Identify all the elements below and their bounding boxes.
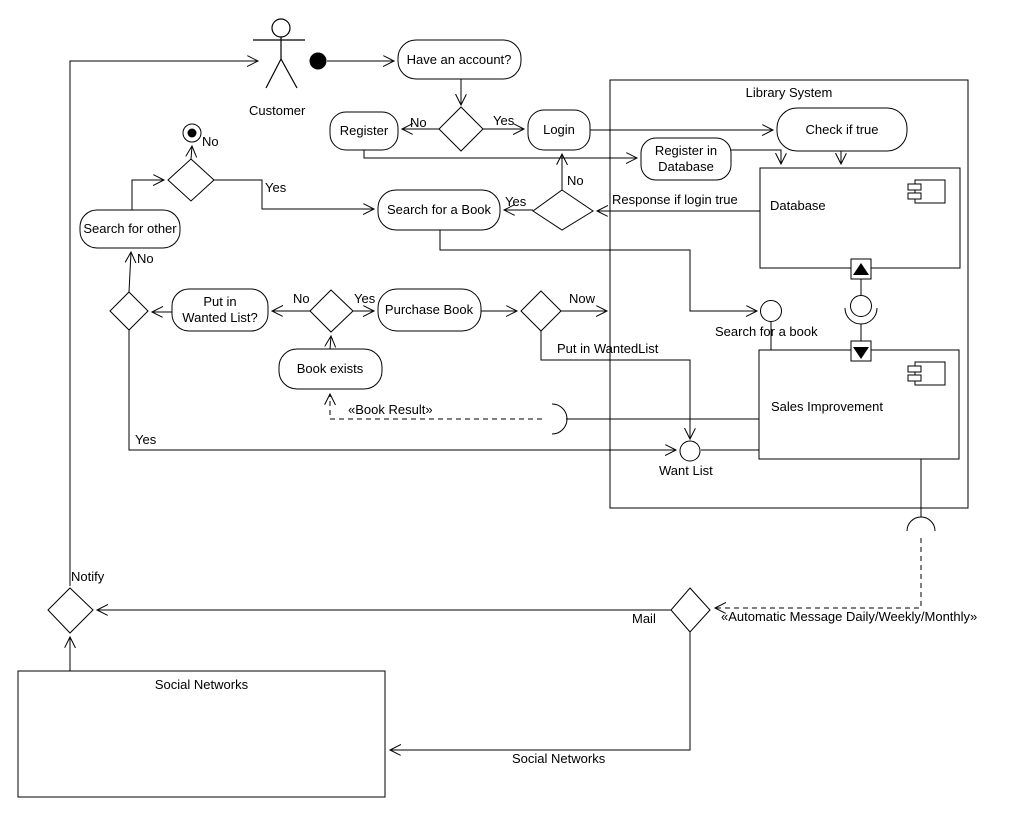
edge-label-no: No [202,134,219,149]
edge-search-other-to-decision [131,180,164,210]
socket-arc-database-sales [844,307,878,325]
action-put-in-wanted-list [171,288,269,332]
decision-notify [47,587,94,634]
initial-node [309,52,327,70]
action-have-account [397,39,522,80]
edge-label-yes: Yes [354,291,376,306]
edge-label-now: Now [569,291,596,306]
purchase-book-label: Purchase Book [384,301,474,317]
decision-purchase-now [520,290,562,332]
library-system-title: Library System [745,85,833,100]
socket-arc-book-result [551,403,568,435]
edge-label-no: No [410,115,427,130]
book-exists-label: Book exists [296,360,364,376]
have-account-label: Have an account? [406,51,512,67]
action-book-exists [278,348,383,390]
search-for-other-label: Search for other [83,220,177,236]
action-search-for-a-book [377,189,501,231]
component-icon [907,361,946,386]
edge-label-notify: Notify [71,569,105,584]
ball-interface-icon [850,295,872,317]
edge-notify-to-customer [69,61,258,586]
triangle-down-icon [853,347,869,359]
register-in-database-line1: Register in [654,142,718,158]
edge-label-yes: Yes [265,180,287,195]
edge-search-book-to-port [439,230,757,311]
put-in-wanted-list-line1: Put in [203,293,237,309]
decision-search-again [109,291,149,331]
component-icon [907,179,946,204]
search-for-a-book-port-icon [760,300,782,322]
action-login [527,109,591,151]
register-in-database-line2: Database [658,159,714,174]
edge-decision-yes-to-search-book-left [214,179,374,209]
search-for-a-book-label: Search for a Book [386,201,492,217]
edge-label-no: No [567,173,584,188]
edge-automatic-message-dependency [715,538,922,608]
action-purchase-book [377,288,482,332]
customer-actor-icon [253,18,305,89]
register-label: Register [339,122,389,138]
triangle-up-icon [853,263,869,275]
decision-book-exists [309,289,354,333]
action-search-for-other [79,209,181,249]
socket-arc-sales-bottom [906,516,936,532]
database-label: Database [770,198,826,213]
library-system-boundary [609,79,969,509]
customer-actor-label: Customer [249,103,306,118]
want-list-port-label: Want List [659,463,713,478]
register-in-database-label: Register in Database [655,143,717,176]
edge-decision-no-to-search-other [129,252,131,293]
social-networks-title: Social Networks [154,677,249,692]
edge-register-in-database-to-database [731,149,781,164]
edge-label-automatic-message: «Automatic Message Daily/Weekly/Monthly» [721,609,978,624]
edge-decision-no-to-final [191,146,192,160]
decision-search-other-result [167,158,215,202]
edge-label-yes: Yes [493,113,515,128]
action-check-if-true [776,107,908,152]
want-list-port-icon [679,440,701,462]
edge-book-exists-to-decision [330,336,331,350]
edge-label-yes: Yes [135,432,157,447]
edge-label-response-if-login-true: Response if login true [612,192,738,207]
search-for-a-book-port-label: Search for a book [715,324,818,339]
edge-mail-to-social-networks [390,632,691,750]
edge-label-book-result: «Book Result» [348,402,433,417]
final-node-dot [187,128,197,138]
edge-label-social-networks: Social Networks [512,751,606,766]
decision-mail [670,587,711,633]
edge-put-in-wantedlist-to-want-list [540,331,690,439]
sales-improvement-label: Sales Improvement [771,399,883,414]
edge-label-mail: Mail [632,611,656,626]
put-in-wanted-list-label: Put in Wanted List? [182,294,257,327]
decision-login-response [532,189,594,231]
check-if-true-label: Check if true [805,121,879,137]
edge-label-yes: Yes [505,194,527,209]
login-label: Login [543,121,575,137]
social-networks-boundary [17,670,386,798]
decision-have-account [438,106,484,152]
edge-label-put-in-wantedlist: Put in WantedList [557,341,659,356]
edge-label-no: No [293,291,310,306]
action-register [329,111,399,151]
edge-label-no: No [137,251,154,266]
edge-book-result-dependency [330,394,542,420]
put-in-wanted-list-line2: Wanted List? [182,310,258,325]
edge-yes-to-want-list [128,330,676,450]
action-register-in-database [640,137,732,181]
edge-register-to-register-in-database [363,150,637,158]
